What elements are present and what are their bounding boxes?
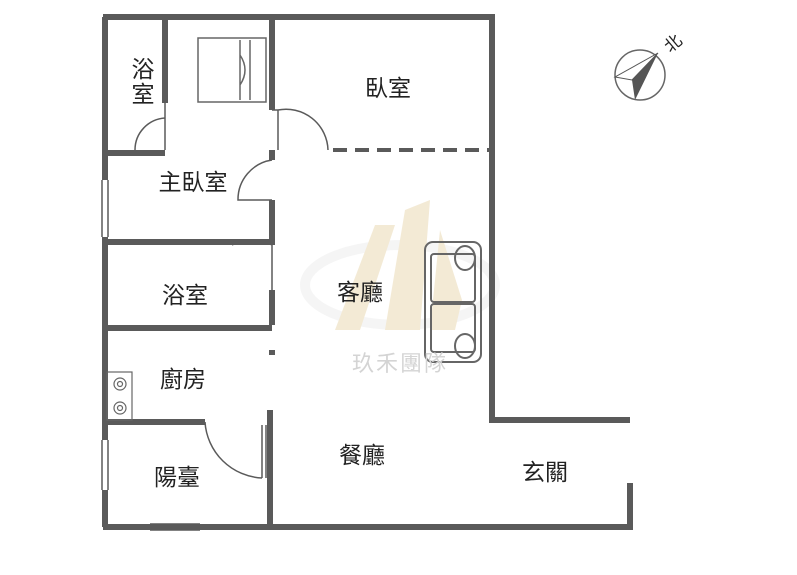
room-label-kitchen: 廚房	[160, 367, 206, 393]
room-label-entrance: 玄關	[522, 460, 568, 486]
room-label-master-bedroom: 主臥室	[158, 170, 228, 196]
windows-doors	[101, 103, 329, 531]
bed-icon	[197, 37, 267, 103]
watermark-text: 玖禾團隊	[351, 352, 449, 377]
room-label-bedroom: 臥室	[365, 76, 411, 102]
room-label-bath2: 浴室	[162, 283, 208, 309]
room-label-living-room: 客廳	[337, 280, 383, 306]
room-label-bath1: 浴室	[127, 57, 153, 107]
room-label-balcony: 陽臺	[154, 465, 200, 491]
watermark-logo	[300, 200, 500, 330]
room-label-dining-room: 餐廳	[339, 443, 385, 469]
stove-icon	[106, 371, 133, 421]
sofa-icon	[424, 241, 482, 363]
walls	[102, 14, 633, 530]
north-arrow-icon	[613, 49, 666, 101]
